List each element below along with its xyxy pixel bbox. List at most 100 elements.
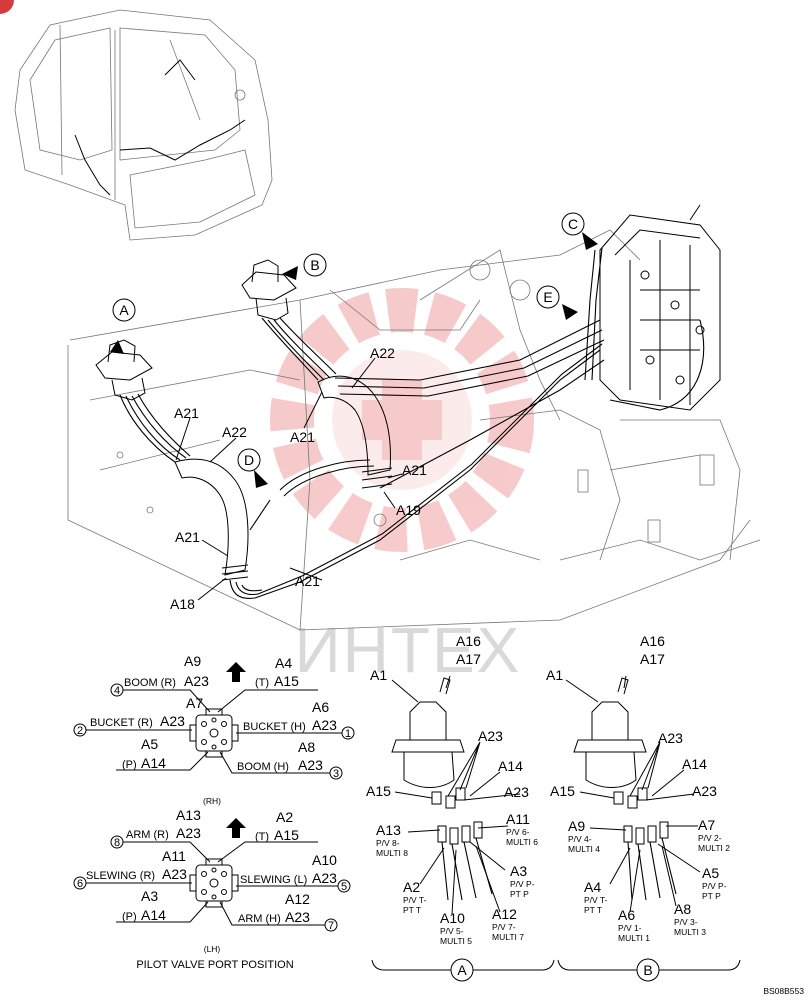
- figure-code: BS08B553: [763, 986, 804, 996]
- detail-b: A16 A17 A1 A23 A14 A15 A23 A9 P/V 4- MUL…: [546, 633, 741, 982]
- da-a10-sub2: MULTI 5: [440, 936, 472, 946]
- db-a9: A9: [568, 818, 585, 834]
- rh-a15-top: A15: [274, 673, 299, 689]
- lh-a2: A2: [276, 809, 293, 825]
- rh-caption: (RH): [203, 796, 221, 806]
- rh-port-diagram: A9 A23 BOOM (R) A4 A15 (T) A7 A23 BUCKET…: [73, 653, 355, 806]
- arrow-b: [282, 266, 298, 280]
- svg-text:C: C: [568, 216, 578, 232]
- da-a12: A12: [492, 906, 517, 922]
- lh-a10: A10: [312, 852, 337, 868]
- db-a8-sub2: MULTI 3: [674, 927, 706, 937]
- lh-slewing-r: SLEWING (R): [86, 870, 155, 882]
- lh-slewing-l: SLEWING (L): [240, 874, 307, 886]
- da-label: A: [457, 962, 467, 978]
- arrow-a: [110, 340, 124, 354]
- db-a1: A1: [546, 667, 563, 683]
- db-label: B: [643, 962, 652, 978]
- svg-text:A: A: [119, 302, 129, 318]
- rh-a23-top: A23: [184, 673, 209, 689]
- da-a11-sub2: MULTI 6: [506, 837, 538, 847]
- label-a21-3: A21: [402, 462, 427, 478]
- da-a11-sub1: P/V 6-: [506, 827, 530, 837]
- callout-e: E: [536, 285, 560, 309]
- lh-port-5: 5: [341, 881, 347, 893]
- da-a13-sub1: P/V 8-: [376, 838, 400, 848]
- da-a14: A14: [498, 758, 523, 774]
- lh-port-8: 8: [114, 837, 120, 849]
- lh-p: (P): [122, 911, 137, 923]
- db-a7-sub2: MULTI 2: [698, 843, 730, 853]
- rh-port-1: 1: [345, 728, 351, 740]
- rh-a8: A8: [298, 739, 315, 755]
- lh-port-7: 7: [328, 920, 334, 932]
- lh-a15-top: A15: [274, 827, 299, 843]
- db-a5-sub1: P/V P-: [702, 881, 727, 891]
- label-a18: A18: [170, 596, 195, 612]
- label-a21-5: A21: [295, 573, 320, 589]
- lh-port-diagram: A13 A23 ARM (R) A2 A15 (T) A11 A23 SLEWI…: [73, 807, 351, 971]
- da-a23-1: A23: [478, 728, 503, 744]
- callout-d: D: [237, 448, 261, 472]
- rh-a23-bl: A23: [160, 713, 185, 729]
- rh-bucket-h: BUCKET (H): [243, 721, 306, 733]
- label-a22-2: A22: [370, 345, 395, 361]
- db-a23-2: A23: [692, 783, 717, 799]
- lh-a23-l: A23: [162, 866, 187, 882]
- detail-a: A16 A17 A1 A23 A14 A15 A23 A13 P/V 8- MU…: [366, 633, 555, 982]
- lh-port-6: 6: [77, 878, 83, 890]
- da-a13-sub2: MULTI 8: [376, 848, 408, 858]
- rh-port-4: 4: [114, 685, 120, 697]
- rh-a4: A4: [275, 655, 292, 671]
- da-a2-sub2: PT T: [403, 905, 421, 915]
- da-a13: A13: [376, 822, 401, 838]
- db-a14: A14: [682, 756, 707, 772]
- db-a9-sub1: P/V 4-: [568, 834, 592, 844]
- da-a11: A11: [506, 811, 530, 827]
- db-a4-sub1: P/V T-: [584, 895, 608, 905]
- db-a5-sub2: PT P: [702, 891, 721, 901]
- pilot-valve-title: PILOT VALVE PORT POSITION: [136, 959, 293, 971]
- rh-a9: A9: [184, 653, 201, 669]
- da-a12-sub1: P/V 7-: [492, 922, 516, 932]
- db-a17: A17: [640, 651, 665, 667]
- db-a7-sub1: P/V 2-: [698, 833, 722, 843]
- rh-a23-br: A23: [312, 717, 337, 733]
- lh-up-arrow: [226, 818, 246, 838]
- rh-a6: A6: [312, 699, 329, 715]
- lh-a23-top: A23: [176, 825, 201, 841]
- arrow-d: [254, 470, 268, 488]
- da-a12-sub2: MULTI 7: [492, 932, 524, 942]
- svg-text:E: E: [543, 289, 552, 305]
- rh-up-arrow: [226, 662, 246, 682]
- db-a16: A16: [640, 633, 665, 649]
- lh-a14: A14: [141, 907, 166, 923]
- db-a9-sub2: MULTI 4: [568, 844, 600, 854]
- svg-text:B: B: [310, 257, 319, 273]
- lh-a13: A13: [176, 807, 201, 823]
- db-a6-sub1: P/V 1-: [618, 923, 642, 933]
- arrow-e: [562, 304, 578, 320]
- rh-boom-h: BOOM (H): [237, 761, 289, 773]
- watermark-text: ИНТЕХ: [295, 614, 522, 686]
- da-a15: A15: [366, 783, 391, 799]
- da-a3-sub1: P/V P-: [510, 879, 535, 889]
- da-a10: A10: [440, 910, 465, 926]
- db-a15: A15: [550, 783, 575, 799]
- db-a4-sub2: PT T: [584, 905, 602, 915]
- db-a5: A5: [702, 865, 719, 881]
- cab-illustration: [14, 9, 273, 241]
- rh-port-2: 2: [77, 725, 83, 737]
- da-a3-sub2: PT P: [510, 889, 529, 899]
- rh-a23-bot: A23: [298, 757, 323, 773]
- label-a21-2: A21: [290, 429, 315, 445]
- lh-caption: (LH): [204, 944, 221, 954]
- da-a2: A2: [403, 879, 420, 895]
- label-a21-4: A21: [175, 529, 200, 545]
- lh-a3: A3: [141, 888, 158, 904]
- da-a10-sub1: P/V 5-: [440, 926, 464, 936]
- label-a21-1: A21: [174, 405, 199, 421]
- rh-t-top: (T): [255, 677, 269, 689]
- frame-illustration: [67, 204, 761, 631]
